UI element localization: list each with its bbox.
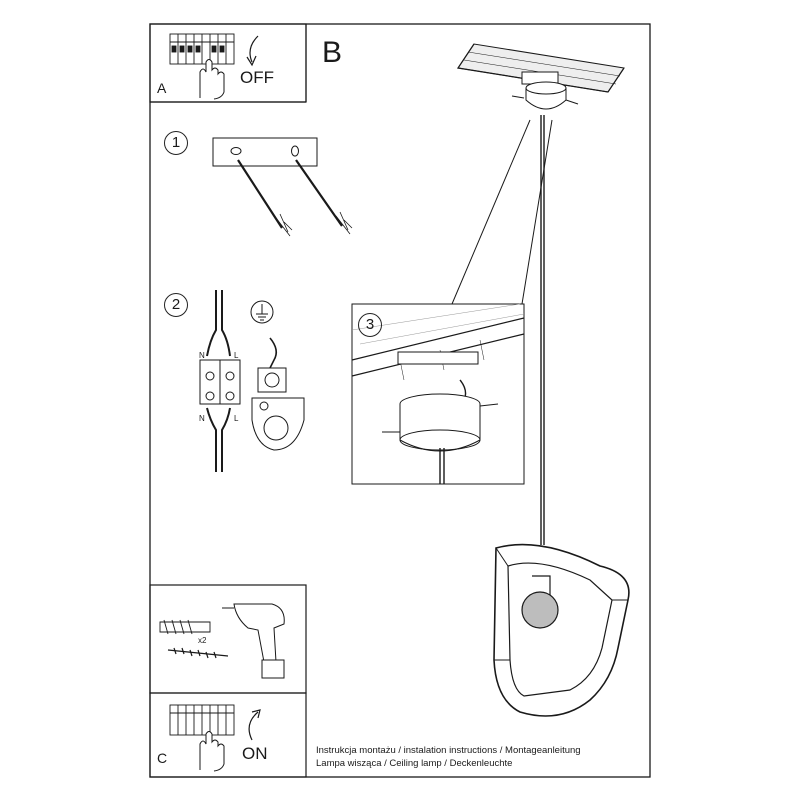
wall-plug-icon <box>159 619 211 635</box>
on-label: ON <box>242 744 268 763</box>
step-1-mounting-plate <box>212 137 353 237</box>
caption-line-2: Lampa wisząca / Ceiling lamp / Deckenleu… <box>316 758 513 769</box>
step-1-label: 1 <box>164 131 188 155</box>
step-2-wiring <box>199 290 305 472</box>
panel-c-power-on <box>149 692 307 778</box>
drill-icon <box>222 603 285 679</box>
terminal-l-top: L <box>234 351 239 360</box>
hand-icon <box>199 59 225 100</box>
panel-c-letter: C <box>157 750 168 766</box>
off-label: OFF <box>240 68 274 87</box>
terminal-l-bottom: L <box>234 414 239 423</box>
panel-a-letter: A <box>157 80 167 96</box>
breaker-box-icon <box>169 33 235 65</box>
terminal-n-bottom: N <box>199 414 205 423</box>
panel-b-ceiling-lamp <box>451 43 630 717</box>
hand-icon-c <box>199 731 225 772</box>
step-2-label: 2 <box>164 293 188 317</box>
outer-frame <box>149 23 651 778</box>
arrow-up-icon <box>248 711 259 741</box>
screw-icon <box>167 647 229 659</box>
light-bulb <box>521 591 559 629</box>
panel-b-letter: B <box>322 36 343 69</box>
fixings-quantity: x2 <box>198 636 207 645</box>
breaker-box-icon-c <box>169 704 235 736</box>
arrow-down-icon <box>249 35 259 63</box>
terminal-n-top: N <box>199 351 205 360</box>
step-3-inset <box>351 303 525 485</box>
tools-panel <box>149 584 307 694</box>
panel-a-power-off <box>149 23 307 103</box>
lamp-shade <box>493 543 630 717</box>
step-3-label: 3 <box>358 313 382 337</box>
caption-line-1: Instrukcja montażu / instalation instruc… <box>316 745 581 756</box>
